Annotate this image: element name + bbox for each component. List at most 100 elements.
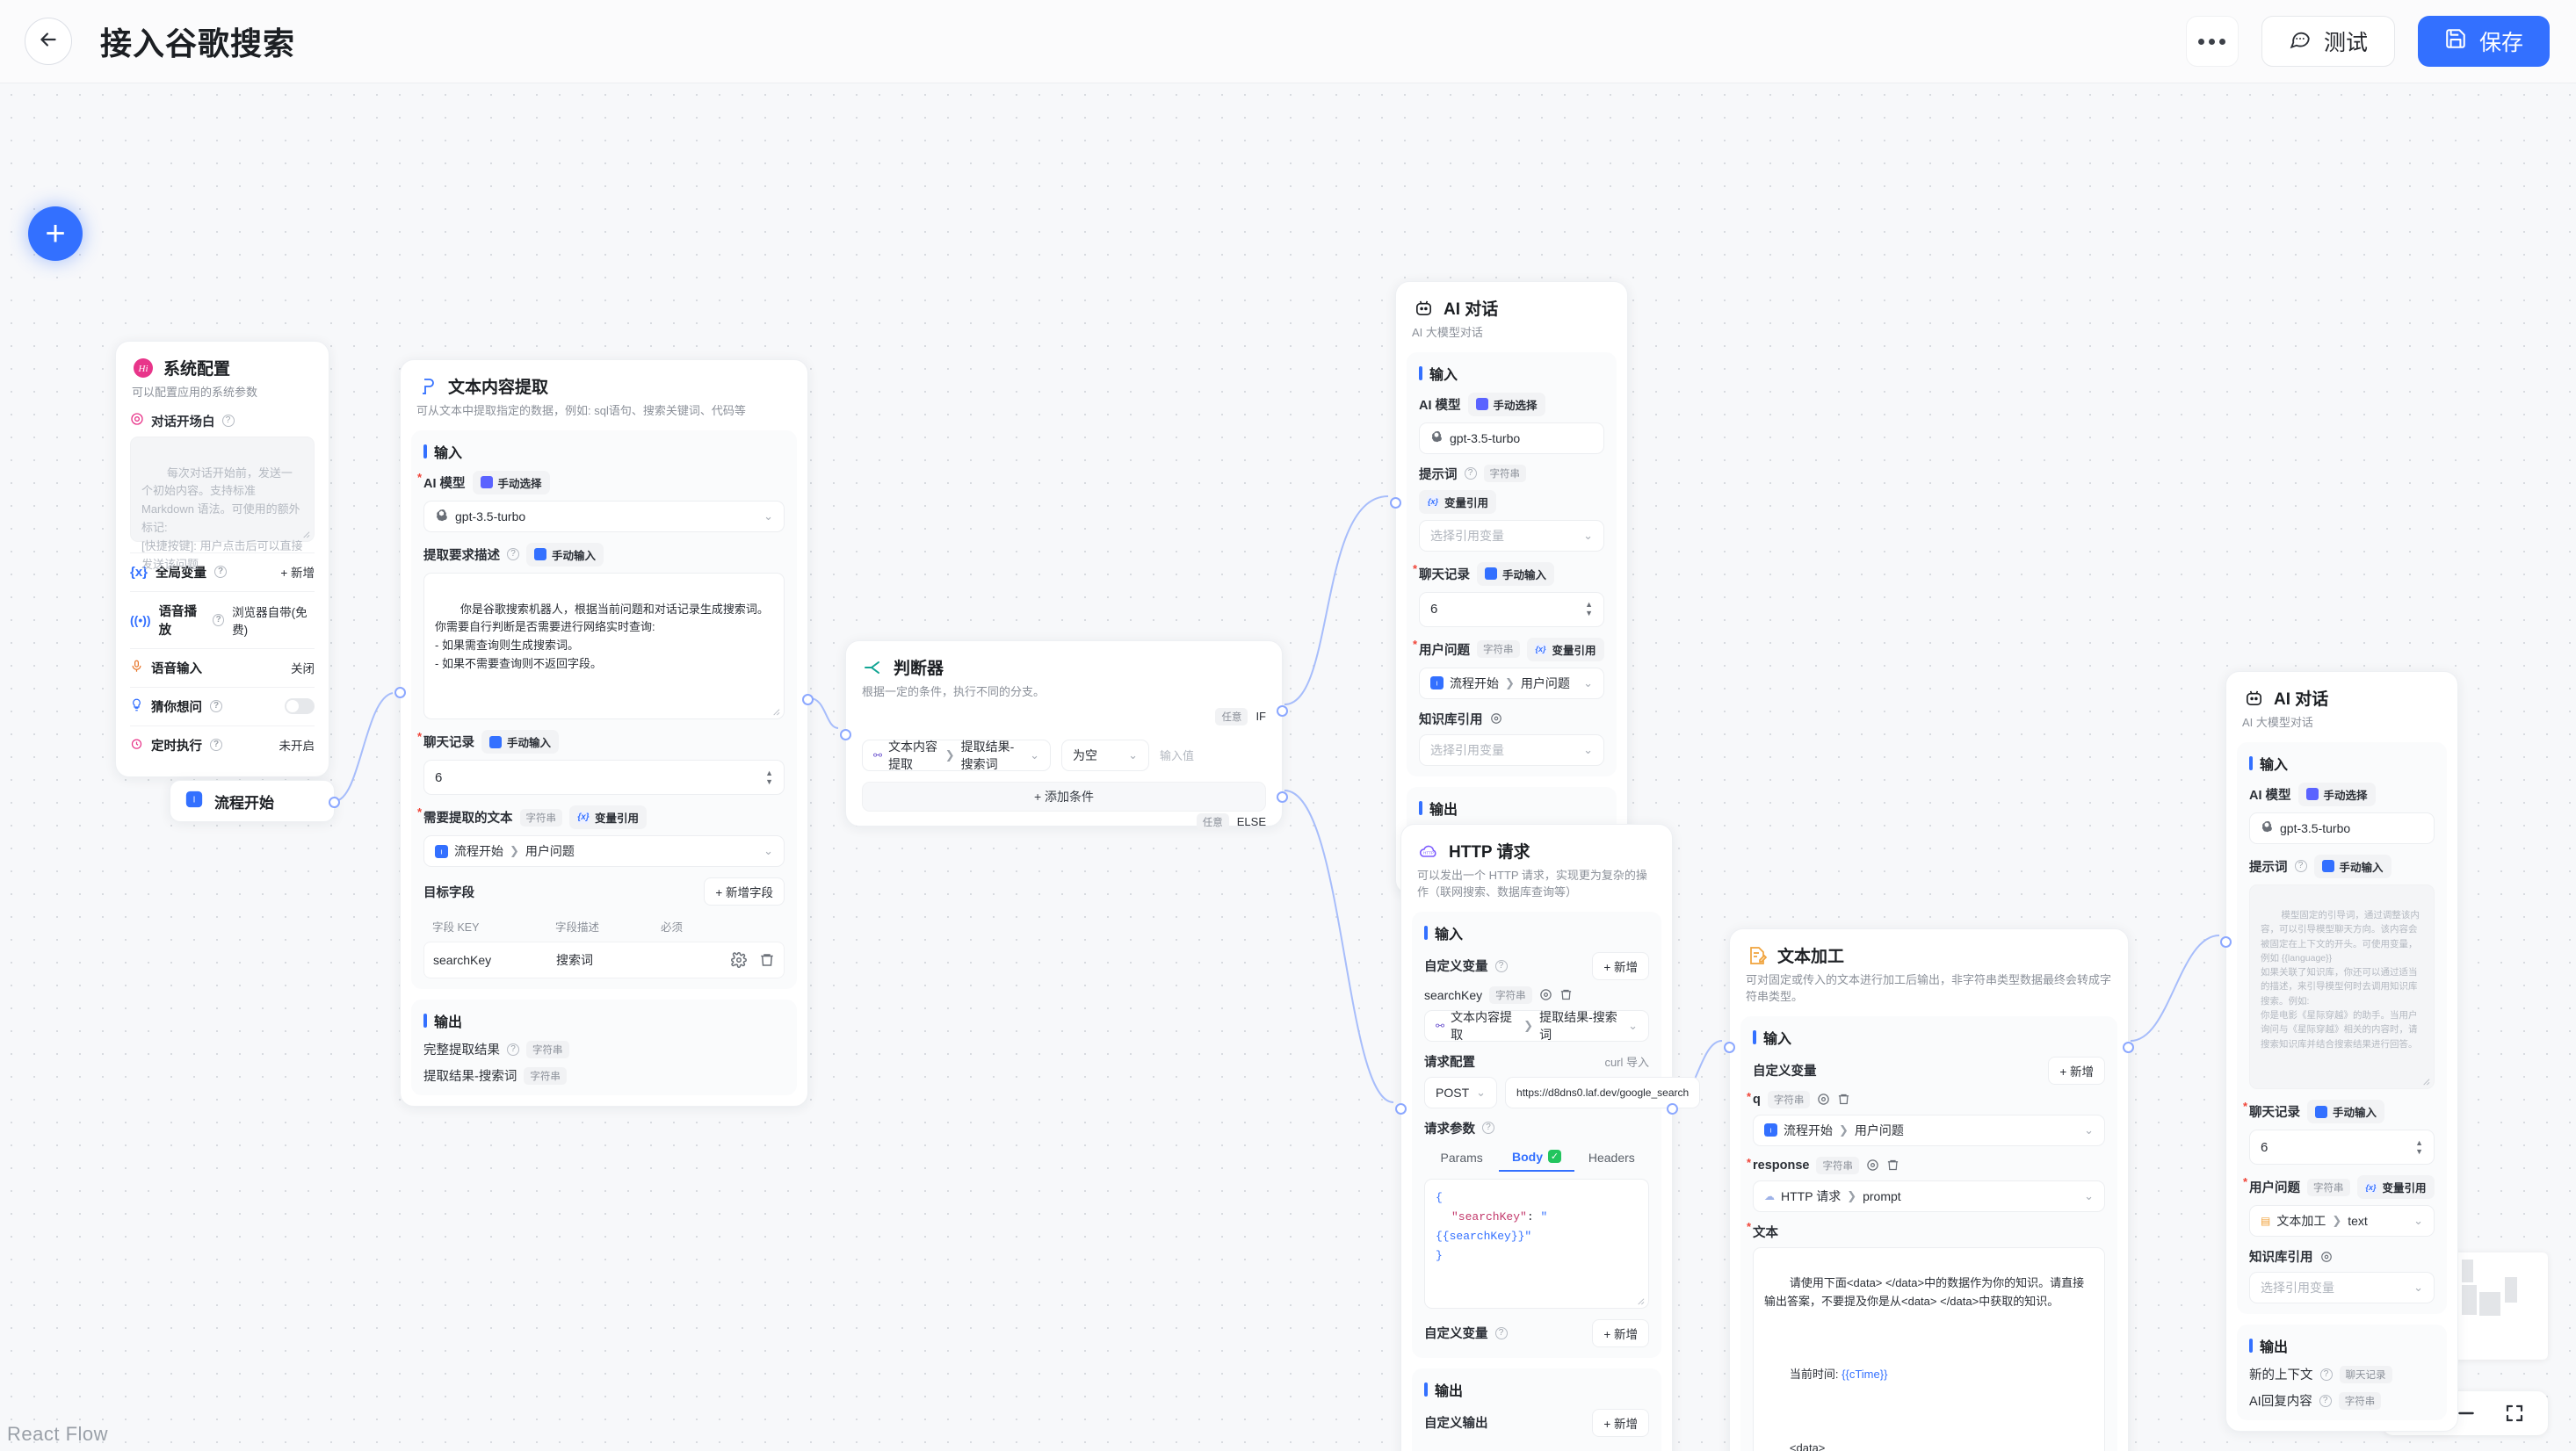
save-button[interactable]: 保存 <box>2417 16 2550 67</box>
text-variable-select[interactable]: I 流程开始 ❯ 用户问题 ⌄ <box>423 835 785 868</box>
node-ai-chat-1[interactable]: AI 对话 AI 大模型对话 输入 AI 模型 手动选择 gpt-3.5-tur… <box>1390 281 1628 894</box>
trash-icon[interactable] <box>1559 988 1573 1001</box>
output-handle[interactable] <box>1667 1103 1678 1115</box>
chevron-down-icon[interactable]: ⌄ <box>1128 747 1138 762</box>
resize-handle-icon[interactable] <box>2420 1076 2430 1086</box>
zoom-out-button[interactable] <box>2455 1402 2478 1425</box>
model-select[interactable]: gpt-3.5-turbo ⌄ <box>423 500 785 532</box>
chevron-down-icon[interactable]: ⌄ <box>2413 1214 2423 1228</box>
help-icon[interactable]: ? <box>507 1043 519 1056</box>
node-text-process[interactable]: 文本加工 可对固定或传入的文本进行加工后输出，非字符串类型数据最终会转成字符串类… <box>1724 928 2134 1451</box>
resize-handle-icon[interactable] <box>771 706 780 716</box>
trash-icon[interactable] <box>759 952 775 968</box>
gear-icon[interactable] <box>2320 1251 2333 1263</box>
model-source-chip[interactable]: 手动选择 <box>1467 392 1545 416</box>
if-output-handle[interactable] <box>1277 705 1288 717</box>
node-flow-start[interactable]: I 流程开始 <box>170 780 340 822</box>
help-icon[interactable]: ? <box>221 415 235 428</box>
prompt-variable-select[interactable]: 选择引用变量 ⌄ <box>1419 519 1604 552</box>
var-value-select[interactable]: ⚯ 文本内容提取 ❯ 提取结果-搜索词 ⌄ <box>1424 1009 1649 1042</box>
node-http-request[interactable]: HTTP HTTP 请求 可以发出一个 HTTP 请求，实现更为复杂的操作（联网… <box>1395 824 1701 1451</box>
help-icon[interactable]: ? <box>213 613 225 626</box>
output-handle[interactable] <box>2123 1042 2134 1053</box>
help-icon[interactable]: ? <box>214 566 228 579</box>
chevron-down-icon[interactable]: ⌄ <box>1628 1018 1638 1032</box>
chevron-down-icon[interactable]: ⌄ <box>2084 1123 2094 1137</box>
chevron-down-icon[interactable]: ⌄ <box>1583 742 1593 756</box>
history-source-chip[interactable]: 手动输入 <box>1477 561 1555 586</box>
chevron-down-icon[interactable]: ⌄ <box>763 844 773 858</box>
chevron-down-icon[interactable]: ⌄ <box>2413 1281 2423 1295</box>
condition-value-input[interactable]: 输入值 <box>1160 749 1195 763</box>
help-icon[interactable]: ? <box>507 548 519 561</box>
input-handle[interactable] <box>840 729 851 740</box>
history-number-input[interactable]: 6 ▲▼ <box>2249 1130 2435 1166</box>
row-action[interactable]: + 新增 <box>280 567 315 581</box>
node-ai-chat-2[interactable]: AI 对话 AI 大模型对话 输入 AI 模型 手动选择 gpt-3.5-tur… <box>2220 671 2458 1433</box>
chevron-down-icon[interactable]: ⌄ <box>1583 528 1593 542</box>
prompt-source-chip[interactable]: 手动输入 <box>2313 854 2391 878</box>
help-icon[interactable]: ? <box>2294 860 2307 873</box>
guess-toggle[interactable] <box>285 698 315 715</box>
trash-icon[interactable] <box>1837 1093 1850 1106</box>
help-icon[interactable]: ? <box>1494 959 1508 972</box>
chevron-down-icon[interactable]: ⌄ <box>2084 1188 2094 1202</box>
input-handle[interactable] <box>394 687 406 698</box>
stepper[interactable]: ▲▼ <box>1585 601 1593 617</box>
help-icon[interactable]: ? <box>210 739 222 752</box>
sysconfig-row-schedule[interactable]: 定时执行 ? 未开启 <box>130 725 315 764</box>
tab-params[interactable]: Params <box>1440 1150 1483 1165</box>
question-source-chip[interactable]: {x}变量引用 <box>1526 637 1604 661</box>
model-source-chip[interactable]: 手动选择 <box>2297 782 2376 806</box>
chevron-down-icon[interactable]: ⌄ <box>1583 675 1593 689</box>
table-row[interactable]: searchKey 搜索词 <box>423 942 785 979</box>
prompt-textarea[interactable]: 你是谷歌搜索机器人，根据当前问题和对话记录生成搜索词。你需要自行判断是否需要进行… <box>423 572 785 720</box>
trash-icon[interactable] <box>1886 1159 1899 1172</box>
text-source-chip[interactable]: {x}变量引用 <box>569 805 648 830</box>
input-handle[interactable] <box>1390 497 1401 509</box>
else-output-handle[interactable] <box>1277 791 1288 803</box>
question-variable-select[interactable]: I 流程开始 ❯ 用户问题 ⌄ <box>1419 667 1604 699</box>
request-body-editor[interactable]: { "searchKey": "{{searchKey}}" } <box>1424 1178 1649 1309</box>
help-icon[interactable]: ? <box>1482 1122 1494 1135</box>
add-condition-button[interactable]: + 添加条件 <box>862 781 1266 812</box>
history-source-chip[interactable]: 手动输入 <box>481 730 560 754</box>
fit-view-button[interactable] <box>2504 1403 2525 1424</box>
add-field-button[interactable]: + 新增字段 <box>704 877 785 906</box>
test-button[interactable]: 测试 <box>2261 16 2395 67</box>
gear-icon[interactable] <box>1817 1093 1830 1106</box>
history-source-chip[interactable]: 手动输入 <box>2307 1100 2385 1124</box>
chevron-down-icon[interactable]: ⌄ <box>1030 747 1039 762</box>
node-system-config[interactable]: Hi 系统配置 可以配置应用的系统参数 对话开场白 ? 每次对话开始前，发送一个… <box>115 341 329 777</box>
kb-variable-select[interactable]: 选择引用变量 ⌄ <box>2249 1272 2435 1304</box>
node-condition[interactable]: 判断器 根据一定的条件，执行不同的分支。 任意 IF ⚯ 文本内容提取 ❯ 提取… <box>840 640 1288 831</box>
resize-handle-icon[interactable] <box>300 529 310 538</box>
add-output-button[interactable]: + 新增 <box>1592 1408 1649 1437</box>
prompt-source-chip[interactable]: {x}变量引用 <box>1419 489 1497 514</box>
help-icon[interactable]: ? <box>2319 1394 2332 1407</box>
text-textarea[interactable]: 请使用下面<data> </data>中的数据作为你的知识。请直接输出答案，不要… <box>1753 1246 2105 1451</box>
gear-icon[interactable] <box>1490 712 1502 725</box>
output-handle[interactable] <box>802 694 814 705</box>
help-icon[interactable]: ? <box>2319 1368 2333 1381</box>
more-options-button[interactable] <box>2185 16 2239 67</box>
node-text-extract[interactable]: 文本内容提取 可从文本中提取指定的数据，例如: sql语句、搜索关键词、代码等 … <box>394 359 814 1108</box>
model-source-chip[interactable]: 手动选择 <box>472 470 550 494</box>
input-handle[interactable] <box>1724 1042 1735 1053</box>
history-number-input[interactable]: 6 ▲▼ <box>1419 591 1604 627</box>
output-handle[interactable] <box>329 797 340 808</box>
add-node-button[interactable]: + <box>28 206 83 261</box>
kb-variable-select[interactable]: 选择引用变量 ⌄ <box>1419 733 1604 766</box>
stepper[interactable]: ▲▼ <box>2415 1138 2423 1155</box>
sysconfig-row-guess[interactable]: 猜你想问 ? <box>130 686 315 726</box>
prompt-textarea[interactable]: 模型固定的引导词，通过调整该内容，可以引导模型聊天方向。该内容会被固定在上下文的… <box>2249 884 2435 1090</box>
model-select[interactable]: gpt-3.5-turbo <box>1419 422 1604 454</box>
model-select[interactable]: gpt-3.5-turbo <box>2249 812 2435 844</box>
input-handle[interactable] <box>1395 1103 1407 1115</box>
help-icon[interactable]: ? <box>1494 1326 1508 1339</box>
http-method-select[interactable]: POST ⌄ <box>1424 1076 1498 1108</box>
condition-variable-select[interactable]: ⚯ 文本内容提取 ❯ 提取结果-搜索词 ⌄ <box>862 739 1051 771</box>
input-handle[interactable] <box>2220 936 2232 948</box>
question-variable-select[interactable]: ▤ 文本加工 ❯ text ⌄ <box>2249 1205 2435 1238</box>
stepper[interactable]: ▲▼ <box>765 769 773 785</box>
